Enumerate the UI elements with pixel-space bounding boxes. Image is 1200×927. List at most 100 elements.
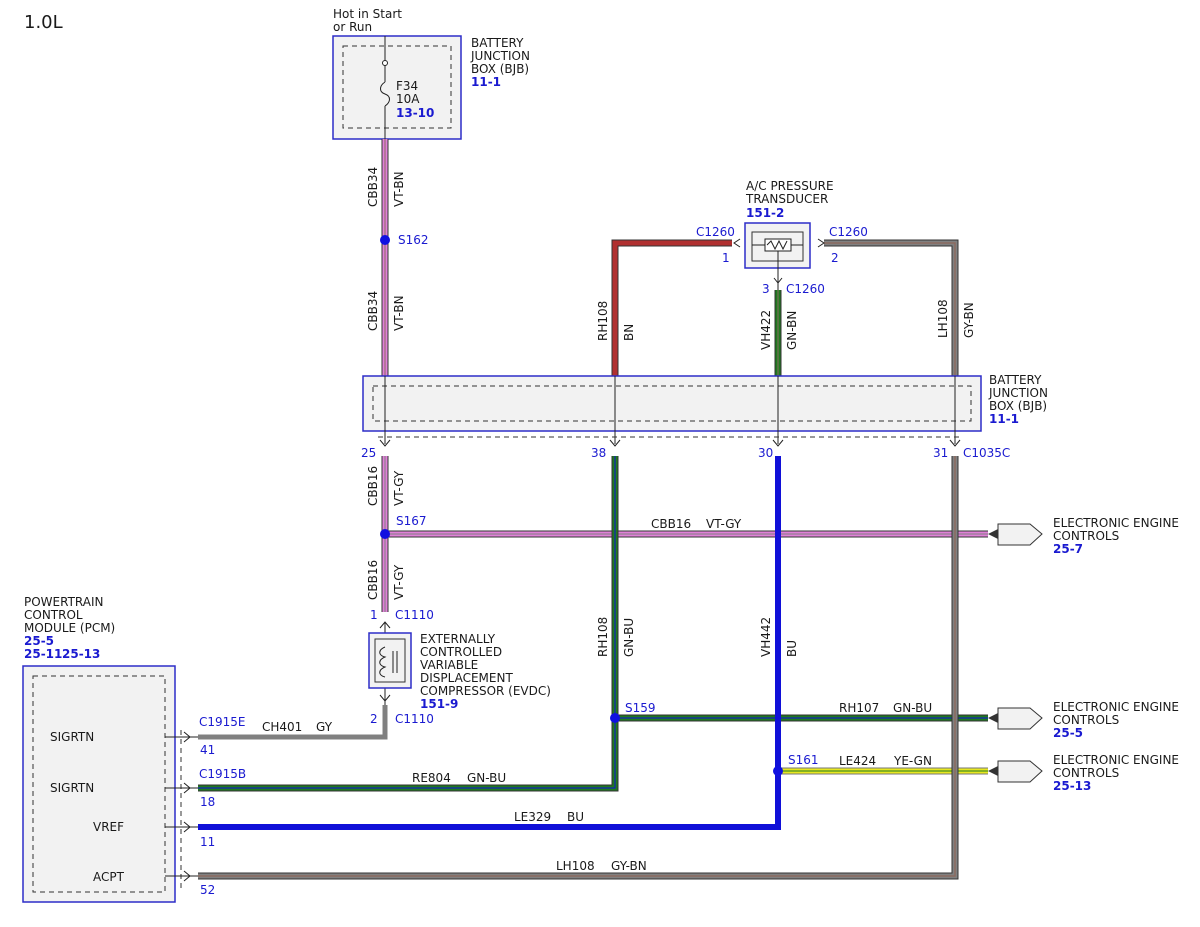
label-w4: VH422 GN-BN bbox=[759, 310, 799, 350]
w15-color: BU bbox=[567, 810, 584, 824]
w12-color: GN-BU bbox=[893, 701, 932, 715]
chevron-down-icon bbox=[773, 277, 783, 284]
w11-circuit: CH401 bbox=[262, 720, 302, 734]
bjb-top-ref: 11-1 bbox=[471, 75, 501, 89]
w7-color: VT-GY bbox=[706, 517, 742, 531]
splice-s162-label: S162 bbox=[398, 233, 429, 247]
c1260-right: C1260 bbox=[829, 225, 868, 239]
evdc-inner bbox=[374, 638, 406, 683]
c1260-left: C1260 bbox=[696, 225, 735, 239]
wire-ch401 bbox=[198, 705, 388, 740]
w15-circuit: LE329 bbox=[514, 810, 551, 824]
bjb-top-name-2: JUNCTION bbox=[470, 49, 530, 63]
chevron-down-icon bbox=[379, 694, 391, 702]
page-title: 1.0L bbox=[24, 12, 63, 33]
label-w2: CBB34 VT-BN bbox=[366, 291, 406, 331]
splice-s167-label: S167 bbox=[396, 514, 427, 528]
pcm-name-2: CONTROL bbox=[24, 608, 83, 622]
w8-color: VT-GY bbox=[392, 564, 406, 600]
evdc-conn-bottom: C1110 bbox=[395, 712, 434, 726]
pcm-pin-11: 11 bbox=[200, 835, 215, 849]
splice-s159-label: S159 bbox=[625, 701, 656, 715]
pcm-box bbox=[22, 665, 176, 903]
pcm-pin-41: 41 bbox=[200, 743, 215, 757]
transducer-name-2: TRANSDUCER bbox=[745, 192, 828, 206]
w13-circuit: LE424 bbox=[839, 754, 876, 768]
bjb-mid-name-1: BATTERY bbox=[989, 373, 1042, 387]
w13-color: YE-GN bbox=[893, 754, 932, 768]
w14-color: GN-BU bbox=[467, 771, 506, 785]
w4-color: GN-BN bbox=[785, 311, 799, 350]
label-w8: CBB16 VT-GY bbox=[366, 560, 406, 600]
w14-circuit: RE804 bbox=[412, 771, 451, 785]
dest-25-5-name-2: CONTROLS bbox=[1053, 713, 1119, 727]
destination-25-5-arrow bbox=[997, 707, 1043, 730]
transducer-ref: 151-2 bbox=[746, 206, 784, 220]
c1260-pin3: 3 bbox=[762, 282, 770, 296]
arrow-icon bbox=[988, 766, 998, 776]
chevron-right-icon bbox=[183, 821, 191, 833]
evdc-name-5: COMPRESSOR (EVDC) bbox=[420, 684, 551, 698]
w3-color: BN bbox=[622, 324, 636, 341]
pcm-pin-label-sigrtn-1: SIGRTN bbox=[50, 730, 94, 744]
evdc-pin2: 2 bbox=[370, 712, 378, 726]
dest-25-13-name-2: CONTROLS bbox=[1053, 766, 1119, 780]
hot-label-1: Hot in Start bbox=[333, 7, 402, 21]
splice-s159 bbox=[610, 713, 620, 723]
splice-s161 bbox=[773, 766, 783, 776]
evdc-ref: 151-9 bbox=[420, 697, 458, 711]
label-w6: CBB16 VT-GY bbox=[366, 466, 406, 506]
w9-color: GN-BU bbox=[622, 618, 636, 657]
evdc-name-1: EXTERNALLY bbox=[420, 632, 496, 646]
bjb-top-name-3: BOX (BJB) bbox=[471, 62, 529, 76]
bjb-pin-25: 25 bbox=[361, 446, 376, 460]
pcm-pin-18: 18 bbox=[200, 795, 215, 809]
wire-lh108-top bbox=[824, 239, 959, 376]
dest-25-7-ref: 25-7 bbox=[1053, 542, 1083, 556]
c1260-pin1: 1 bbox=[722, 251, 730, 265]
dest-25-13-ref: 25-13 bbox=[1053, 779, 1091, 793]
bjb-top-name-1: BATTERY bbox=[471, 36, 524, 50]
coil-icon bbox=[379, 646, 387, 678]
pcm-pin-52: 52 bbox=[200, 883, 215, 897]
bjb-mid-ref: 11-1 bbox=[989, 412, 1019, 426]
w11-color: GY bbox=[316, 720, 333, 734]
pcm-pin-label-acpt: ACPT bbox=[93, 870, 125, 884]
bjb-pin-38: 38 bbox=[591, 446, 606, 460]
evdc-pin1: 1 bbox=[370, 608, 378, 622]
pcm-inner bbox=[32, 675, 166, 893]
w2-color: VT-BN bbox=[392, 295, 406, 331]
resistor-zigzag-icon bbox=[766, 239, 788, 251]
dest-25-5-name-1: ELECTRONIC ENGINE bbox=[1053, 700, 1179, 714]
arrow-icon bbox=[988, 713, 998, 723]
splice-s161-label: S161 bbox=[788, 753, 819, 767]
fuse-amp: 10A bbox=[396, 92, 420, 106]
chevron-down-icon bbox=[379, 439, 391, 447]
bjb-pin-30: 30 bbox=[758, 446, 773, 460]
bjb-mid-box bbox=[362, 375, 982, 432]
w16-color: GY-BN bbox=[611, 859, 647, 873]
evdc-name-3: VARIABLE bbox=[420, 658, 478, 672]
pcm-conn-c1915e: C1915E bbox=[199, 715, 246, 729]
w9-circuit: RH108 bbox=[596, 617, 610, 657]
wire-le329 bbox=[198, 456, 781, 830]
chevron-right-icon bbox=[183, 731, 191, 743]
w12-circuit: RH107 bbox=[839, 701, 879, 715]
bjb-conn-name: C1035C bbox=[963, 446, 1010, 460]
w8-circuit: CBB16 bbox=[366, 560, 380, 600]
dest-25-7-name-1: ELECTRONIC ENGINE bbox=[1053, 516, 1179, 530]
label-w3: RH108 BN bbox=[596, 301, 636, 341]
bjb-top-inner bbox=[342, 45, 452, 129]
dest-25-13-name-1: ELECTRONIC ENGINE bbox=[1053, 753, 1179, 767]
w10-circuit: VH442 bbox=[759, 617, 773, 657]
w16-circuit: LH108 bbox=[556, 859, 595, 873]
dest-25-7-name-2: CONTROLS bbox=[1053, 529, 1119, 543]
pcm-conn-c1915b: C1915B bbox=[199, 767, 246, 781]
bjb-mid-inner bbox=[372, 385, 972, 422]
w5-circuit: LH108 bbox=[936, 299, 950, 338]
chevron-left-icon bbox=[733, 238, 741, 248]
w3-circuit: RH108 bbox=[596, 301, 610, 341]
chevron-right-icon bbox=[183, 870, 191, 882]
